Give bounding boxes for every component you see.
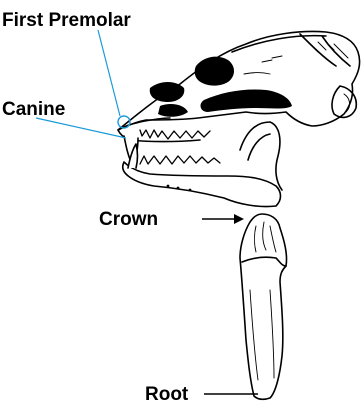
skull-illustration <box>118 32 360 207</box>
mandible-outline <box>123 162 281 207</box>
cheek-shade <box>158 104 188 117</box>
upper-tooth-row <box>140 130 210 139</box>
foramen <box>189 189 192 192</box>
temporal-fossa <box>150 82 185 102</box>
cranium-crest <box>232 34 350 66</box>
first-premolar-pointer <box>98 30 120 116</box>
tooth-illustration <box>240 214 287 399</box>
label-root: Root <box>145 384 189 403</box>
label-canine: Canine <box>2 99 65 120</box>
cranium-outline <box>118 32 360 131</box>
eye-orbit <box>195 57 234 86</box>
foramen <box>177 187 180 190</box>
foramen <box>167 185 170 188</box>
label-crown: Crown <box>99 209 158 230</box>
lower-tooth-row <box>140 156 220 164</box>
cranium-texture <box>244 42 348 74</box>
label-first-premolar: First Premolar <box>2 10 131 31</box>
crown-root-boundary <box>242 257 286 266</box>
canine-pointer <box>36 118 126 138</box>
tooth-shading <box>250 222 276 380</box>
zygomatic-arch <box>201 89 292 112</box>
crown-arrowhead <box>234 214 244 224</box>
